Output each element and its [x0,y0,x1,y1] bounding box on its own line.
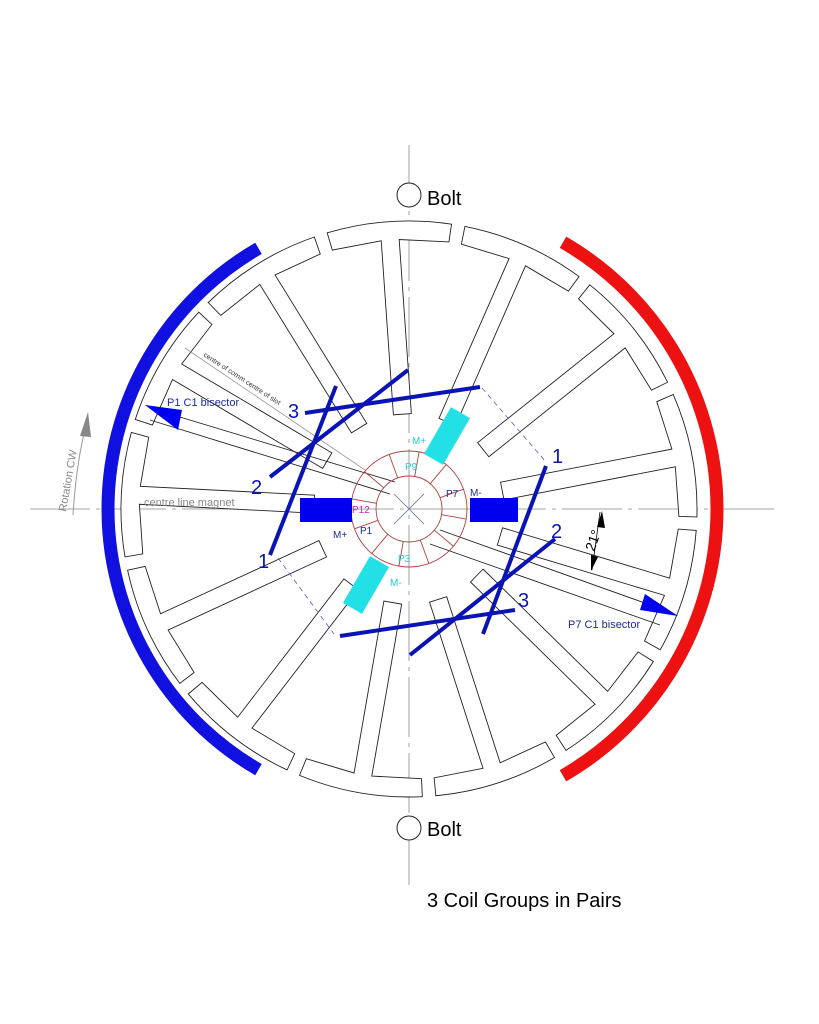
commutator-segment-divider [351,498,377,504]
coil-number-right-2: 2 [551,521,562,543]
p7-bisector-label: P7 C1 bisector [568,619,640,631]
commutator-segment-divider [441,514,467,520]
magnet-bottom-label: M- [390,578,402,589]
stator-teeth [120,220,698,798]
bolt-bottom-label: Bolt [427,819,462,841]
bisector-lines [149,407,671,626]
centre-cross [393,493,425,525]
angle-arrow-down-icon [591,555,598,571]
centre-lines [30,145,780,885]
bolt-bottom-icon [396,815,422,841]
stator-tooth [428,596,556,797]
magnet-right [470,498,518,522]
magnet-top-label: M+ [412,436,426,447]
p7-bisector-arrow-icon [640,594,678,616]
stator-tooth [120,431,316,558]
commutator-segment-divider [414,451,420,477]
coil-number-left-3: 3 [288,401,299,423]
coil-lines [268,368,557,657]
stator-tooth [326,220,453,416]
comm-p9-label: P9 [405,462,418,473]
stator-tooth [134,311,333,469]
rotation-arrowhead-icon [80,412,91,437]
comm-p3-label: P3 [398,554,411,565]
p1-bisector-label: P1 C1 bisector [167,397,239,409]
p1-bisector-arrow-icon [145,405,182,430]
coil-number-left-2: 2 [251,477,262,499]
commutator-segment-divider [371,533,389,554]
magnet-right-label: M- [470,488,482,499]
right-field-arc [559,236,724,782]
commutator-segment-divider [398,541,404,567]
magnet-left [300,498,352,522]
magnet-top [423,407,471,465]
stator-tooth [127,540,328,685]
bolt-top-label: Bolt [427,188,462,210]
angle-label: 21° [582,528,604,553]
angle-arrow-up-icon [597,511,605,528]
left-field-arc [101,242,262,776]
centre-of-comm-line [184,347,366,471]
coil-numbers: 1 2 3 1 2 3 [251,401,563,612]
commutator-segment-divider [364,471,385,489]
stator-tooth [187,578,359,771]
comm-p7-label: P7 [446,489,459,500]
stator-tooth [298,600,423,798]
comm-p1-label: P1 [360,526,373,537]
stator-tooth [207,236,368,434]
stator-tooth [476,284,669,458]
stator-tooth [469,568,654,752]
commutator-ring [375,475,443,543]
coil-number-left-1: 1 [258,551,269,573]
stator-tooth [438,225,580,427]
magnet-bottom [342,556,390,614]
commutator-segment-divider [354,519,379,530]
commutator-segment-divider [433,529,454,547]
comm-p12-label: P12 [352,505,370,516]
diagram-title: 3 Coil Groups in Pairs [427,890,622,912]
centre-line-magnet-label: centre line magnet [144,497,235,509]
magnet-left-label: M+ [333,530,347,541]
stator-tooth [496,527,697,651]
commutator-segment-divider [439,488,464,499]
commutator-segment-divider [429,464,447,485]
commutator-segment-divider [388,454,399,479]
coil-number-right-3: 3 [518,590,529,612]
bolt-top-icon [396,182,422,208]
stator-tooth [500,393,698,518]
coil-links [277,387,547,635]
commutator-segment-divider [419,539,430,564]
coil-number-right-1: 1 [552,446,563,468]
